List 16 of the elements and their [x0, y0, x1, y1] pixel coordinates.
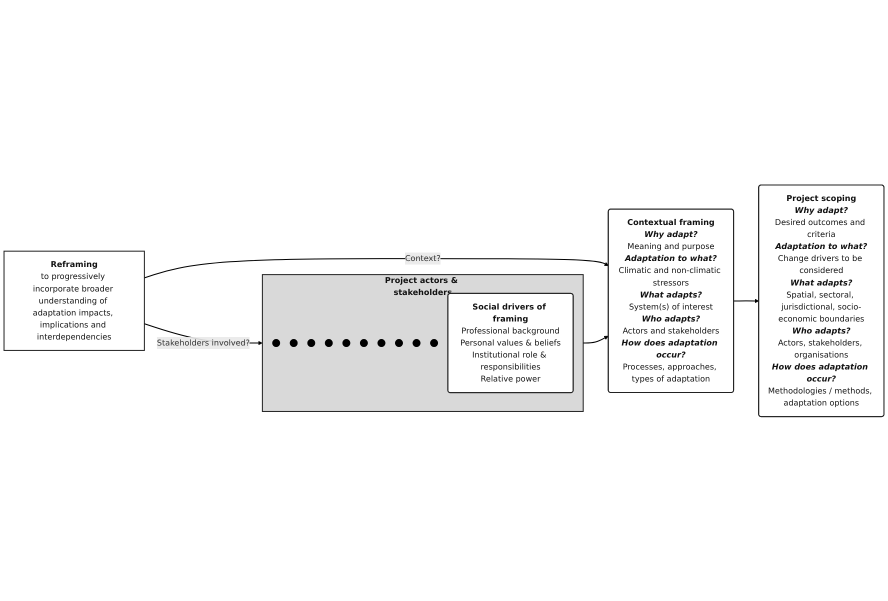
node-circle: [360, 338, 368, 347]
edge-label: Stakeholders involved?: [156, 338, 250, 348]
node-circle: [290, 338, 298, 347]
node-circle: [430, 338, 438, 347]
node-circle: [377, 338, 386, 347]
node-circle: [342, 338, 350, 347]
node-circle: [412, 338, 421, 347]
node-circle: [307, 338, 316, 347]
arrow: [144, 258, 609, 278]
edge-label: Context?: [404, 253, 441, 263]
arrow: [734, 298, 760, 303]
node-circle: [272, 338, 280, 347]
node-box: Reframing to progressively incorporate broader understanding of adaptation impacts, implications and interdependencies: [4, 250, 145, 351]
node-circle: [324, 338, 333, 347]
arrow: [583, 335, 608, 344]
node-circle: [394, 338, 403, 347]
